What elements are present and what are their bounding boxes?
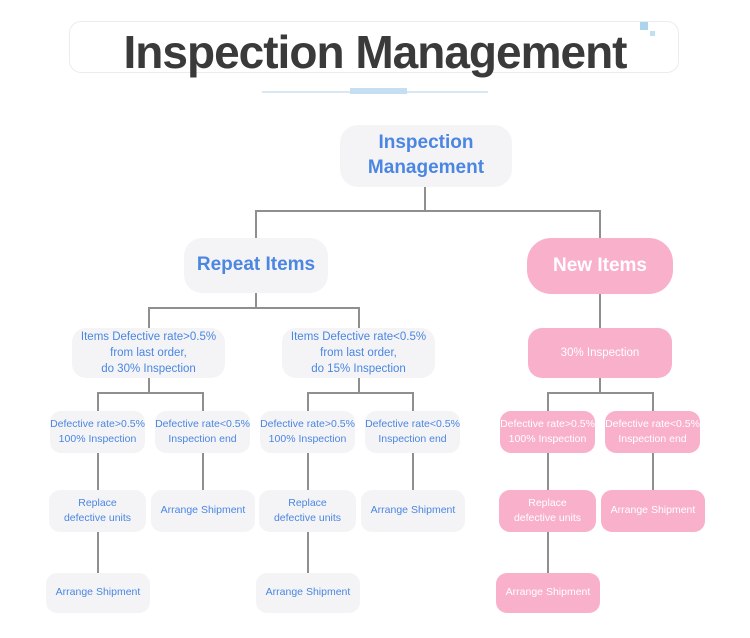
node-cond-low-repeat: Items Defective rate<0.5% from last orde… bbox=[282, 328, 435, 378]
node-rate-low-repeat-2: Defective rate<0.5% Inspection end bbox=[365, 411, 460, 453]
connector bbox=[599, 378, 601, 392]
connector bbox=[255, 210, 257, 238]
connector bbox=[307, 453, 309, 490]
connector bbox=[307, 392, 414, 394]
node-cond-high-repeat: Items Defective rate>0.5% from last orde… bbox=[72, 328, 225, 378]
node-repeat-items: Repeat Items bbox=[184, 238, 328, 293]
connector bbox=[412, 453, 414, 490]
decor-square-small-icon bbox=[650, 31, 655, 36]
connector bbox=[97, 392, 204, 394]
node-arrange-shipment-bottom-new: Arrange Shipment bbox=[496, 573, 600, 613]
connector bbox=[255, 293, 257, 307]
node-30-inspection: 30% Inspection bbox=[528, 328, 672, 378]
node-replace-units-repeat-1: Replace defective units bbox=[49, 490, 146, 532]
decor-square-icon bbox=[640, 22, 648, 30]
connector bbox=[307, 532, 309, 573]
connector bbox=[97, 392, 99, 411]
connector bbox=[202, 453, 204, 490]
node-replace-units-repeat-2: Replace defective units bbox=[259, 490, 356, 532]
page-title: Inspection Management bbox=[123, 26, 628, 78]
connector bbox=[255, 210, 601, 212]
node-replace-units-new: Replace defective units bbox=[499, 490, 596, 532]
connector bbox=[547, 453, 549, 490]
connector bbox=[307, 392, 309, 411]
node-rate-high-new: Defective rate>0.5% 100% Inspection bbox=[500, 411, 595, 453]
connector bbox=[424, 187, 426, 210]
connector bbox=[148, 378, 150, 392]
connector bbox=[148, 307, 150, 328]
connector bbox=[97, 532, 99, 573]
node-root: Inspection Management bbox=[340, 125, 512, 187]
title-card bbox=[69, 21, 679, 73]
connector bbox=[358, 378, 360, 392]
node-rate-low-new: Defective rate<0.5% Inspection end bbox=[605, 411, 700, 453]
connector bbox=[599, 294, 601, 328]
connector bbox=[148, 307, 360, 309]
connector bbox=[599, 210, 601, 238]
node-new-items: New Items bbox=[527, 238, 673, 294]
node-arrange-shipment-bottom-2: Arrange Shipment bbox=[256, 573, 360, 613]
node-rate-high-repeat-2: Defective rate>0.5% 100% Inspection bbox=[260, 411, 355, 453]
connector bbox=[412, 392, 414, 411]
node-arrange-shipment-repeat-1: Arrange Shipment bbox=[151, 490, 255, 532]
connector bbox=[547, 392, 654, 394]
connector bbox=[97, 453, 99, 490]
connector bbox=[547, 392, 549, 411]
node-arrange-shipment-new: Arrange Shipment bbox=[601, 490, 705, 532]
node-rate-low-repeat-1: Defective rate<0.5% Inspection end bbox=[155, 411, 250, 453]
connector bbox=[202, 392, 204, 411]
connector bbox=[358, 307, 360, 328]
node-arrange-shipment-repeat-2: Arrange Shipment bbox=[361, 490, 465, 532]
connector bbox=[652, 453, 654, 490]
node-arrange-shipment-bottom-1: Arrange Shipment bbox=[46, 573, 150, 613]
connector bbox=[652, 392, 654, 411]
node-rate-high-repeat-1: Defective rate>0.5% 100% Inspection bbox=[50, 411, 145, 453]
title-underline-accent bbox=[350, 88, 407, 94]
connector bbox=[547, 532, 549, 573]
